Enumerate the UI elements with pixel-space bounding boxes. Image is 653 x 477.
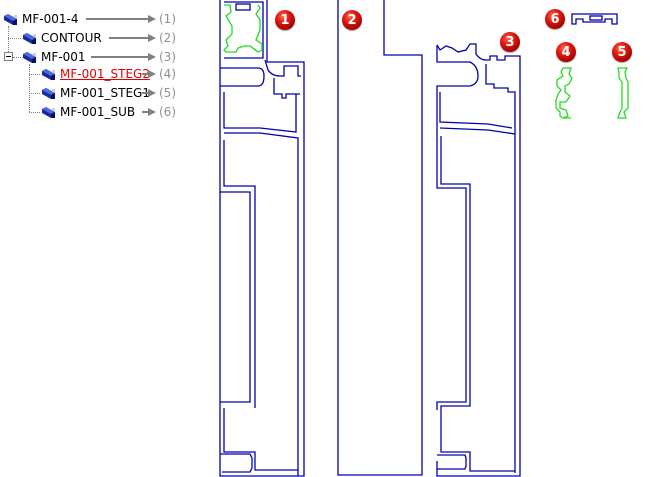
tree-connector — [29, 64, 30, 112]
profile-1[interactable] — [219, 0, 305, 477]
reference-arrow: (1) — [86, 11, 176, 27]
reference-arrow: (4) — [142, 66, 176, 82]
badge-2: 2 — [342, 10, 362, 30]
badge-3: 3 — [500, 32, 520, 52]
arrow-line — [86, 18, 148, 20]
component-icon — [4, 13, 17, 25]
tree-node-mf-001-sub[interactable]: MF-001_SUB — [41, 104, 135, 120]
tree-node-mf-001-steg1[interactable]: MF-001_STEG1 — [41, 85, 150, 101]
profile-1-highlight — [223, 4, 263, 53]
profile-5[interactable] — [617, 67, 629, 119]
profile-4[interactable] — [555, 67, 573, 119]
arrow-line — [109, 37, 148, 39]
tree-node-label: MF-001-4 — [22, 12, 79, 26]
arrow-head-icon — [148, 70, 156, 78]
arrow-head-icon — [148, 53, 156, 61]
arrow-line — [91, 56, 148, 58]
tree-connector — [8, 38, 21, 39]
tree-node-mf-001[interactable]: MF-001 — [22, 49, 86, 65]
tree-connector — [29, 112, 40, 113]
tree-connector — [29, 93, 40, 94]
component-icon — [42, 106, 55, 118]
arrow-head-icon — [148, 108, 156, 116]
collapse-icon[interactable] — [4, 52, 13, 61]
component-icon — [42, 87, 55, 99]
tree-node-label: MF-001_STEG1 — [60, 86, 150, 100]
badge-6: 6 — [545, 9, 565, 29]
reference-number: (1) — [159, 12, 176, 26]
profile-3[interactable] — [436, 43, 521, 477]
tree-node-label: CONTOUR — [41, 31, 102, 45]
tree-node-contour[interactable]: CONTOUR — [22, 30, 102, 46]
tree-node-mf-001-4[interactable]: MF-001-4 — [3, 11, 78, 27]
profile-2[interactable] — [337, 0, 423, 476]
component-icon — [23, 32, 36, 44]
tree-connector — [13, 57, 21, 58]
reference-arrow: (2) — [109, 30, 176, 46]
badge-1: 1 — [275, 10, 295, 30]
component-icon — [42, 68, 55, 80]
arrow-line — [142, 92, 148, 94]
reference-number: (2) — [159, 31, 176, 45]
reference-number: (6) — [159, 105, 176, 119]
badge-4: 4 — [556, 42, 576, 62]
tree-node-mf-001-steg2[interactable]: MF-001_STEG2 — [41, 66, 150, 82]
reference-number: (3) — [159, 50, 176, 64]
profile-6[interactable] — [571, 13, 618, 25]
tree-node-label: MF-001 — [41, 50, 86, 64]
arrow-head-icon — [148, 34, 156, 42]
tree-node-label: MF-001_STEG2 — [60, 67, 150, 81]
reference-arrow: (6) — [142, 104, 176, 120]
reference-arrow: (3) — [91, 49, 176, 65]
badge-5: 5 — [612, 42, 632, 62]
arrow-line — [142, 111, 148, 113]
arrow-head-icon — [148, 89, 156, 97]
tree-connector — [29, 74, 40, 75]
reference-number: (5) — [159, 86, 176, 100]
reference-arrow: (5) — [142, 85, 176, 101]
tree-connector — [8, 26, 9, 56]
tree-node-label: MF-001_SUB — [60, 105, 136, 119]
arrow-head-icon — [148, 15, 156, 23]
arrow-line — [142, 73, 148, 75]
component-icon — [23, 51, 36, 63]
feature-tree: MF-001-4 CONTOUR MF-001 MF-001_STEG2 MF-… — [0, 0, 210, 125]
reference-number: (4) — [159, 67, 176, 81]
